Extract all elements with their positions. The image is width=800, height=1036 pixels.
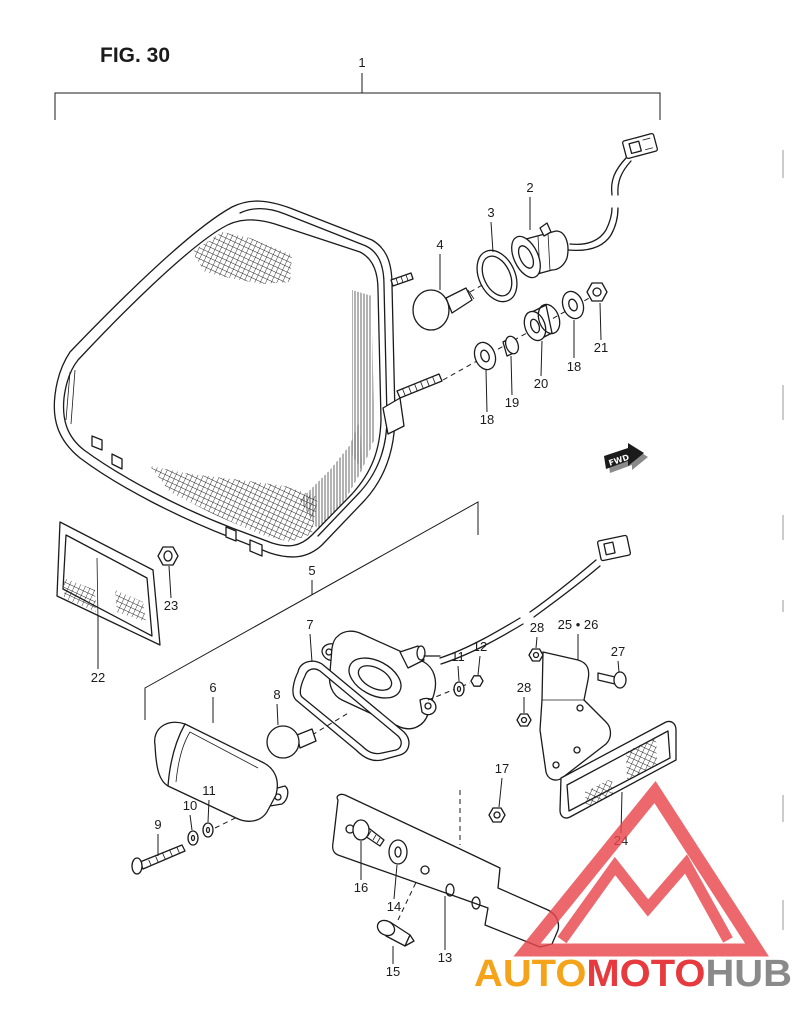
assembly-bracket-5 <box>144 501 479 720</box>
watermark-inner-mark <box>557 854 733 944</box>
callout-28-lower: 28 <box>517 680 531 695</box>
license-light-wire-connector <box>596 534 632 562</box>
part-4-bulb <box>412 287 475 331</box>
part-12-nut <box>470 675 484 687</box>
watermark-logo <box>513 780 769 957</box>
callout-14: 14 <box>387 899 401 914</box>
housing-lower-stud <box>396 373 443 399</box>
tail-light-lens-housing <box>53 200 405 558</box>
housing-upper-stud <box>390 272 414 287</box>
watermark-text-auto: AUTO <box>474 953 586 995</box>
part-22-rear-reflector <box>56 521 161 646</box>
callout-leader-lines <box>97 197 623 964</box>
part-15-rivet <box>376 919 415 947</box>
callout-11-right: 11 <box>451 649 465 664</box>
callout-9: 9 <box>154 817 161 832</box>
part-21-nut <box>586 282 608 302</box>
part-27-bolt <box>597 671 627 689</box>
watermark-text-hub: HUB <box>705 953 792 995</box>
callout-16: 16 <box>354 880 368 895</box>
callout-23: 23 <box>164 598 178 613</box>
callout-21: 21 <box>594 340 608 355</box>
callout-4: 4 <box>436 237 443 252</box>
watermark-triangle-mark <box>513 780 769 957</box>
callout-5: 5 <box>308 563 315 578</box>
part-28-nut-upper <box>528 648 544 662</box>
callout-3: 3 <box>487 205 494 220</box>
part-6-license-lens <box>154 721 289 822</box>
callout-18-left: 18 <box>480 412 494 427</box>
part-24-side-reflector <box>559 720 677 819</box>
callout-18-right: 18 <box>567 359 581 374</box>
part-19-collar <box>502 335 520 357</box>
part-25-26-reflector-bracket <box>539 651 612 781</box>
watermark-text-moto: MOTO <box>586 953 705 995</box>
part-8-bulb <box>266 725 317 759</box>
callout-28-upper: 28 <box>530 620 544 635</box>
part-23-nut <box>157 546 179 566</box>
part-28-nut-lower <box>516 713 532 727</box>
part-14-washer <box>388 839 408 865</box>
callout-20: 20 <box>534 376 548 391</box>
part-3-socket-gasket <box>476 249 518 303</box>
callout-11-left: 11 <box>202 783 216 798</box>
license-light-wire <box>423 559 601 665</box>
fwd-direction-badge: FWD <box>604 443 648 473</box>
callout-7: 7 <box>306 617 313 632</box>
figure-title: FIG. 30 <box>100 44 170 67</box>
part-18-washer-right <box>561 290 585 320</box>
callout-1: 1 <box>358 55 365 70</box>
callout-22: 22 <box>91 670 105 685</box>
callout-12: 12 <box>473 639 487 654</box>
part-18-washer-left <box>473 341 497 371</box>
callout-6: 6 <box>209 680 216 695</box>
part-2-bulb-socket <box>511 157 632 279</box>
part-20-grommet <box>523 303 561 342</box>
part-10-washer <box>187 830 199 846</box>
callout-19: 19 <box>505 395 519 410</box>
part-7-lens-gasket <box>292 660 410 762</box>
part-11-washer-left <box>202 822 214 838</box>
callout-labels: 1 2 3 4 18 21 20 19 18 5 7 6 8 11 12 28 … <box>91 55 628 979</box>
part-11-washer-right <box>453 681 465 697</box>
assembly-bracket-1 <box>54 73 661 120</box>
part-9-screw <box>131 844 186 875</box>
callout-25-26: 25 • 26 <box>558 617 599 632</box>
callout-8: 8 <box>273 687 280 702</box>
rear-light-wire-connector <box>622 132 658 160</box>
callout-13: 13 <box>438 950 452 965</box>
callout-17: 17 <box>495 761 509 776</box>
part-17-nut <box>488 807 506 823</box>
license-light-housing <box>321 630 437 730</box>
callout-27: 27 <box>611 644 625 659</box>
callout-2: 2 <box>526 180 533 195</box>
part-16-bolt <box>352 819 385 847</box>
callout-10: 10 <box>183 798 197 813</box>
callout-15: 15 <box>386 964 400 979</box>
